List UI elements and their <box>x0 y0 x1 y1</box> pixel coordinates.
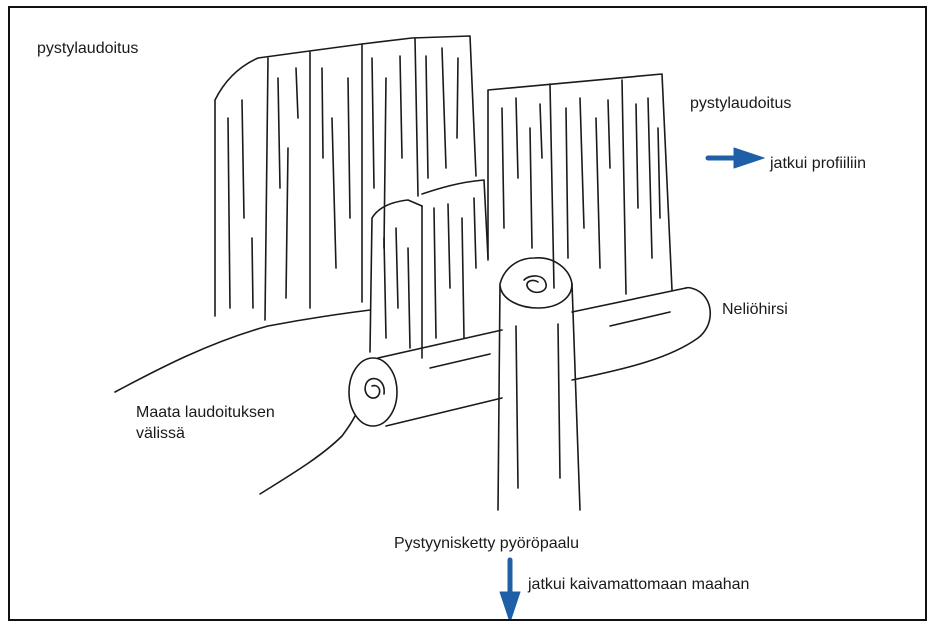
soil-contour-upper <box>115 310 370 392</box>
label-soil-line2: välissä <box>136 423 275 444</box>
label-soil-between-boards: Maata laudoituksen välissä <box>136 402 275 444</box>
diagram-frame: pystylaudoitus pystylaudoitus jatkui pro… <box>8 6 927 621</box>
label-continued-into-profile: jatkui profiiliin <box>770 154 866 174</box>
label-vertical-boarding-left: pystylaudoitus <box>37 39 138 59</box>
vertical-boarding-front <box>370 180 488 358</box>
round-pile <box>498 258 580 510</box>
square-log <box>349 288 710 426</box>
vertical-boarding-right <box>488 74 672 294</box>
label-soil-line1: Maata laudoituksen <box>136 402 275 423</box>
arrow-right-icon <box>708 148 764 168</box>
vertical-boarding-left <box>215 36 476 320</box>
label-square-log: Neliöhirsi <box>722 300 788 320</box>
label-continued-into-ground: jatkui kaivamattomaan maahan <box>528 575 749 595</box>
label-vertical-boarding-right: pystylaudoitus <box>690 94 791 114</box>
label-vertical-round-pile: Pystyynisketty pyöröpaalu <box>394 534 579 554</box>
arrow-down-icon <box>500 560 520 621</box>
